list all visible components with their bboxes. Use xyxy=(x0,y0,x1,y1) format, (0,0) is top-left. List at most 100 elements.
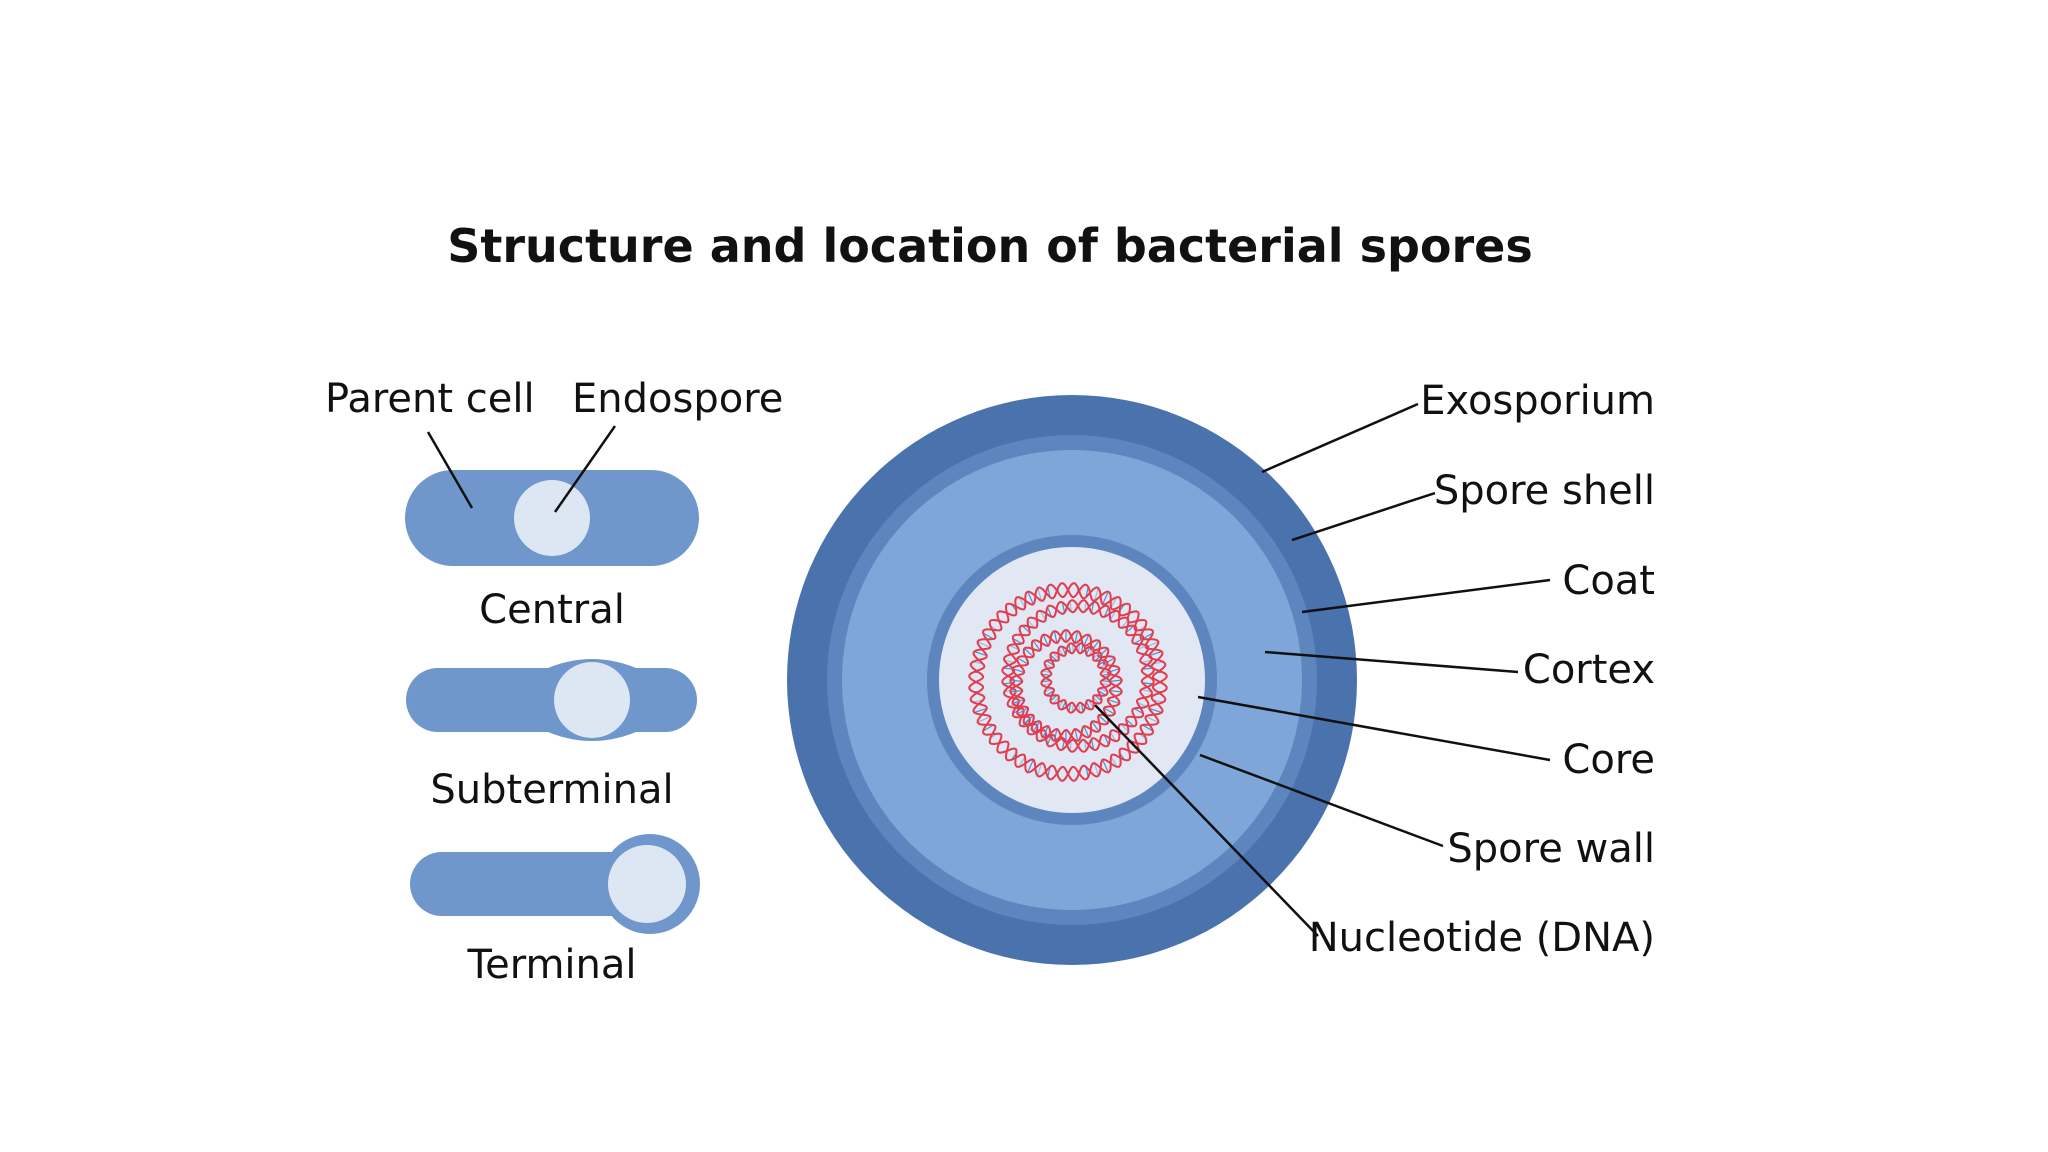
dna-base-pair xyxy=(1083,725,1090,738)
leader-spore-wall xyxy=(1199,753,1444,848)
dna-base-pair xyxy=(1109,679,1122,682)
leader-cortex xyxy=(1264,650,1519,674)
parent-cell-body xyxy=(406,659,697,741)
label-spore-shell: Spore shell xyxy=(1434,468,1655,514)
leader-exosporium xyxy=(1261,402,1419,474)
leader-nucleotide xyxy=(1094,704,1319,937)
dna-base-pair xyxy=(1102,591,1109,605)
dna-base-pair xyxy=(1109,731,1117,742)
dna-base-pair xyxy=(1109,690,1122,693)
leader-parent-cell xyxy=(426,431,474,509)
dna-base-pair xyxy=(1098,714,1109,724)
dna-base-pair xyxy=(1120,723,1129,733)
dna-base-pair xyxy=(1074,728,1079,741)
label-endospore: Endospore xyxy=(572,376,783,422)
label-exosporium: Exosporium xyxy=(1420,378,1655,424)
dna-base-pair xyxy=(1103,734,1110,745)
spore-cross-section xyxy=(787,395,1357,965)
dna-base-pair xyxy=(1039,610,1047,621)
dna-base-pair xyxy=(1012,668,1025,673)
label-cortex: Cortex xyxy=(1523,647,1655,693)
dna-base-pair xyxy=(1018,756,1026,768)
leader-spore-shell xyxy=(1291,491,1436,542)
leader-endospore xyxy=(553,425,617,513)
dna-base-pair xyxy=(1133,707,1144,715)
label-nucleotide: Nucleotide (DNA) xyxy=(1309,915,1655,961)
dna-base-pair xyxy=(1125,625,1135,634)
dna-base-pair xyxy=(1103,607,1110,618)
structure-labels: Exosporium Spore shell Coat Cortex Core … xyxy=(1309,378,1655,961)
dna-base-pair xyxy=(1141,688,1152,693)
dna-base-pair xyxy=(1042,634,1049,647)
dna-base-pair xyxy=(1136,644,1147,651)
dna-base-pair xyxy=(1093,763,1100,776)
dna-base-pair xyxy=(1142,667,1153,670)
dna-backbone xyxy=(1001,599,1155,753)
label-core: Core xyxy=(1562,737,1655,783)
endospore-central xyxy=(514,480,590,556)
dna-base-pair xyxy=(1145,716,1159,723)
dna-base-pair xyxy=(1102,759,1109,773)
dna-base-pair xyxy=(1036,588,1043,601)
dna-base-pair xyxy=(1110,756,1118,768)
dna-base-pair xyxy=(1010,690,1023,693)
dna-base-pair xyxy=(1103,707,1115,715)
dna-base-pair xyxy=(1023,648,1034,658)
dna-base-pair xyxy=(1017,707,1029,715)
dna-base-pair xyxy=(1012,699,1025,704)
dna-base-pair xyxy=(1149,707,1162,714)
dna-base-pair xyxy=(1027,759,1034,773)
label-central: Central xyxy=(479,587,625,633)
dna-base-pair xyxy=(1141,659,1152,664)
structure-leader-lines xyxy=(1094,402,1551,937)
dna-strands xyxy=(968,582,1168,782)
dna-base-pair xyxy=(982,632,994,640)
dna-base-pair xyxy=(1017,657,1029,665)
dna-base-pair xyxy=(1018,596,1026,608)
dna-base-pair xyxy=(1142,724,1154,732)
diagram-title: Structure and location of bacterial spor… xyxy=(447,219,1533,273)
label-subterminal: Subterminal xyxy=(430,767,673,813)
dna-base-pair xyxy=(1109,610,1117,621)
label-coat: Coat xyxy=(1562,558,1655,604)
label-parent-cell: Parent cell xyxy=(325,376,535,422)
dna-base-pair xyxy=(1069,601,1072,612)
dna-base-pair xyxy=(1053,728,1058,741)
dna-base-pair xyxy=(977,716,991,723)
dna-base-pair xyxy=(1090,739,1095,750)
dna-base-pair xyxy=(1110,596,1118,608)
endospore-subterminal xyxy=(554,662,630,738)
subterminal-spore-cell xyxy=(406,659,697,741)
spore-location-panel: Parent cell Endospore Central Subtermina… xyxy=(325,376,783,988)
dna-base-pair xyxy=(974,650,987,657)
dna-base-pair xyxy=(1103,657,1115,665)
central-spore-cell xyxy=(405,470,699,566)
dna-base-pair xyxy=(982,724,994,732)
dna-base-pair xyxy=(1084,601,1087,612)
dna-base-pair xyxy=(1136,701,1147,708)
dna-base-pair xyxy=(1023,714,1034,724)
dna-base-pair xyxy=(1142,632,1154,640)
leader-core xyxy=(1197,695,1551,762)
dna-base-pair xyxy=(1036,763,1043,776)
dna-base-pair xyxy=(1027,619,1036,629)
dna-base-pair xyxy=(1133,637,1144,645)
parent-cell-body xyxy=(410,852,650,916)
endospore-terminal xyxy=(608,845,686,923)
dna-base-pair xyxy=(1032,721,1041,732)
dna-base-pair xyxy=(1004,659,1015,664)
dna-base-pair xyxy=(1084,740,1087,751)
dna-backbone xyxy=(1040,642,1112,714)
label-terminal: Terminal xyxy=(466,942,636,988)
dna-base-pair xyxy=(1093,588,1100,601)
dna-base-pair xyxy=(1027,591,1034,605)
dna-base-pair xyxy=(1042,725,1049,738)
label-spore-wall: Spore wall xyxy=(1447,826,1655,872)
dna-base-pair xyxy=(1149,650,1162,657)
dna-base-pair xyxy=(1046,607,1053,618)
dna-base-pair xyxy=(1090,602,1095,613)
dna-base-pair xyxy=(1074,631,1079,644)
dna-base-pair xyxy=(1021,625,1031,634)
dna-base-pair xyxy=(1125,718,1135,727)
